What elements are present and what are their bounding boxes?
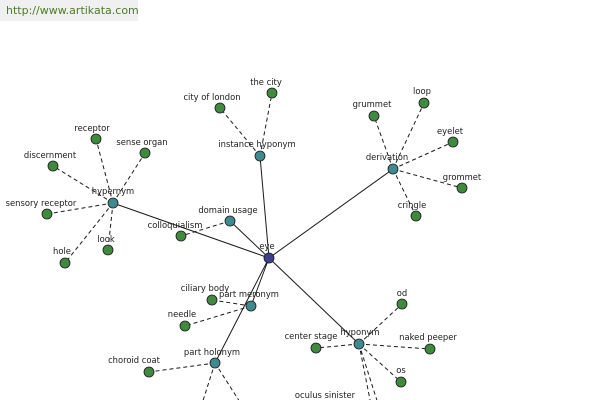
word-label-look[interactable]: look <box>97 234 115 244</box>
word-label-naked-peeper[interactable]: naked peeper <box>399 332 457 342</box>
word-node-ciliary-body[interactable] <box>206 294 218 306</box>
word-node-the-city[interactable] <box>266 87 278 99</box>
edge-hypernym-look <box>107 202 114 251</box>
site-url[interactable]: http://www.artikata.com <box>6 4 139 17</box>
word-label-discernment[interactable]: discernment <box>24 150 77 160</box>
word-label-od[interactable]: od <box>397 288 407 298</box>
edge-hyponym-center-stage <box>315 343 360 349</box>
relation-label-part-meronym[interactable]: part meronym <box>219 289 279 299</box>
word-label-center-stage[interactable]: center stage <box>285 331 338 341</box>
labels-layer: receptor sense organ discernment sensory re… <box>6 77 482 400</box>
edge-eye-hyponym <box>268 257 360 345</box>
word-label-oculus-sinister[interactable]: oculus sinister <box>295 390 356 400</box>
edge-offscreen-1 <box>214 362 240 400</box>
edge-derivation-eyelet <box>392 141 454 170</box>
word-label-city-of-london[interactable]: city of london <box>183 92 240 102</box>
edge-hypernym-sense-organ <box>112 152 146 204</box>
edge-hyponym-oculus-sinister <box>358 343 371 400</box>
word-node-colloquialism[interactable] <box>175 230 187 242</box>
edge-eye-instance-hyponym <box>259 155 270 259</box>
relation-label-domain-usage[interactable]: domain usage <box>198 205 257 215</box>
edge-hypernym-hole <box>64 202 114 264</box>
relation-label-hyponym[interactable]: hyponym <box>340 327 379 337</box>
edge-domain-usage-colloquialism <box>180 220 231 237</box>
word-label-the-city[interactable]: the city <box>250 77 282 87</box>
edge-derivation-grommet <box>392 168 463 189</box>
word-node-grommet[interactable] <box>456 182 468 194</box>
url-banner: http://www.artikata.com <box>0 0 139 21</box>
edge-offscreen-0 <box>202 362 216 400</box>
word-node-eyelet[interactable] <box>447 136 459 148</box>
edge-derivation-loop <box>392 102 425 170</box>
word-node-cringle[interactable] <box>410 210 422 222</box>
word-node-od[interactable] <box>396 298 408 310</box>
word-label-hole[interactable]: hole <box>53 246 71 256</box>
word-node-sensory-receptor[interactable] <box>41 208 53 220</box>
relation-label-instance-hyponym[interactable]: instance hyponym <box>218 139 295 149</box>
relation-node-instance-hyponym[interactable] <box>254 150 266 162</box>
edge-hypernym-discernment <box>52 165 114 204</box>
word-label-needle[interactable]: needle <box>168 309 196 319</box>
relation-node-derivation[interactable] <box>387 163 399 175</box>
word-label-grommet[interactable]: grommet <box>443 172 482 182</box>
relation-node-part-holonym[interactable] <box>209 357 221 369</box>
root-label-eye[interactable]: eye <box>259 241 274 251</box>
root-node-eye[interactable] <box>263 252 275 264</box>
word-label-colloquialism[interactable]: colloquialism <box>148 220 203 230</box>
word-node-os[interactable] <box>395 376 407 388</box>
edge-derivation-cringle <box>392 168 417 217</box>
word-label-loop[interactable]: loop <box>413 86 431 96</box>
edge-instance-hyponym-the-city <box>259 92 273 157</box>
edge-part-meronym-needle <box>184 305 252 327</box>
word-node-sense-organ[interactable] <box>139 147 151 159</box>
relation-node-hypernym[interactable] <box>107 197 119 209</box>
word-label-cringle[interactable]: cringle <box>398 200 426 210</box>
word-label-os[interactable]: os <box>396 365 406 375</box>
word-node-center-stage[interactable] <box>310 342 322 354</box>
word-node-hole[interactable] <box>59 257 71 269</box>
word-label-receptor[interactable]: receptor <box>74 123 110 133</box>
word-label-grummet[interactable]: grummet <box>353 99 393 109</box>
edge-derivation-grummet <box>373 115 394 170</box>
word-node-grummet[interactable] <box>368 110 380 122</box>
edge-eye-part-holonym <box>214 257 270 364</box>
edge-hyponym-naked-peeper <box>358 343 431 350</box>
word-node-naked-peeper[interactable] <box>424 343 436 355</box>
edge-eye-derivation <box>268 168 394 259</box>
edge-offscreen-2 <box>358 343 378 400</box>
edge-eye-hypernym <box>112 202 270 259</box>
nodes-layer <box>41 87 468 388</box>
edge-eye-domain-usage <box>229 220 270 259</box>
edge-eye-part-meronym <box>250 257 270 307</box>
word-node-choroid-coat[interactable] <box>143 366 155 378</box>
word-label-sensory-receptor[interactable]: sensory receptor <box>6 198 77 208</box>
word-node-receptor[interactable] <box>90 133 102 145</box>
relation-label-part-holonym[interactable]: part holonym <box>184 347 240 357</box>
relation-node-domain-usage[interactable] <box>224 215 236 227</box>
word-node-look[interactable] <box>102 244 114 256</box>
word-node-needle[interactable] <box>179 320 191 332</box>
word-node-city-of-london[interactable] <box>214 102 226 114</box>
edge-instance-hyponym-city-of-london <box>219 107 261 157</box>
word-label-eyelet[interactable]: eyelet <box>437 126 464 136</box>
word-node-loop[interactable] <box>418 97 430 109</box>
relation-node-hyponym[interactable] <box>353 338 365 350</box>
word-label-choroid-coat[interactable]: choroid coat <box>108 355 161 365</box>
edges-layer <box>46 92 463 400</box>
relation-label-derivation[interactable]: derivation <box>366 152 408 162</box>
word-label-sense-organ[interactable]: sense organ <box>116 137 167 147</box>
word-label-ciliary-body[interactable]: ciliary body <box>181 283 230 293</box>
edge-hyponym-od <box>358 303 403 345</box>
relation-label-hypernym[interactable]: hypernym <box>92 186 134 196</box>
relation-node-part-meronym[interactable] <box>245 300 257 312</box>
word-node-discernment[interactable] <box>47 160 59 172</box>
edge-hyponym-os <box>358 343 402 383</box>
